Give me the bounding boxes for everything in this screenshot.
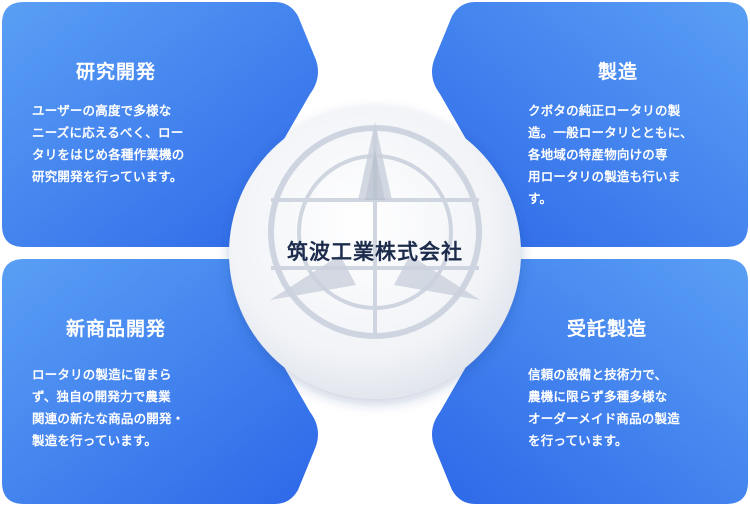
- card-mfg-title: 製造: [598, 61, 639, 83]
- card-rnd-title: 研究開発: [76, 61, 157, 83]
- card-newp-shape: [2, 259, 318, 504]
- card-newp-title: 新商品開発: [66, 318, 167, 340]
- card-oem-text: 信頼の設備と技術力で、 農機に限らず多種多様な オーダーメイド商品の製造 を行っ…: [528, 367, 680, 448]
- card-rnd-text: ユーザーの高度で多様な ニーズに応えるべく、ロー タリをはじめ各種作業機の 研究…: [32, 103, 185, 184]
- company-name: 筑波工業株式会社: [287, 240, 463, 264]
- compass-star-emblem: [268, 125, 482, 339]
- card-mfg-shape: [432, 2, 748, 247]
- card-rnd-shape: [2, 2, 318, 247]
- card-mfg-text: クボタの純正ロータリの製 造。一般ロータリとともに、 各地域の特産物向けの専 用…: [528, 103, 693, 206]
- card-newp-text: ロータリの製造に留まら ず、独自の開発力で農業 関連の新たな商品の開発・ 製造を…: [32, 367, 185, 448]
- card-oem-shape: [432, 259, 748, 504]
- card-oem-title: 受託製造: [567, 318, 648, 340]
- compass-star-points: [270, 122, 480, 300]
